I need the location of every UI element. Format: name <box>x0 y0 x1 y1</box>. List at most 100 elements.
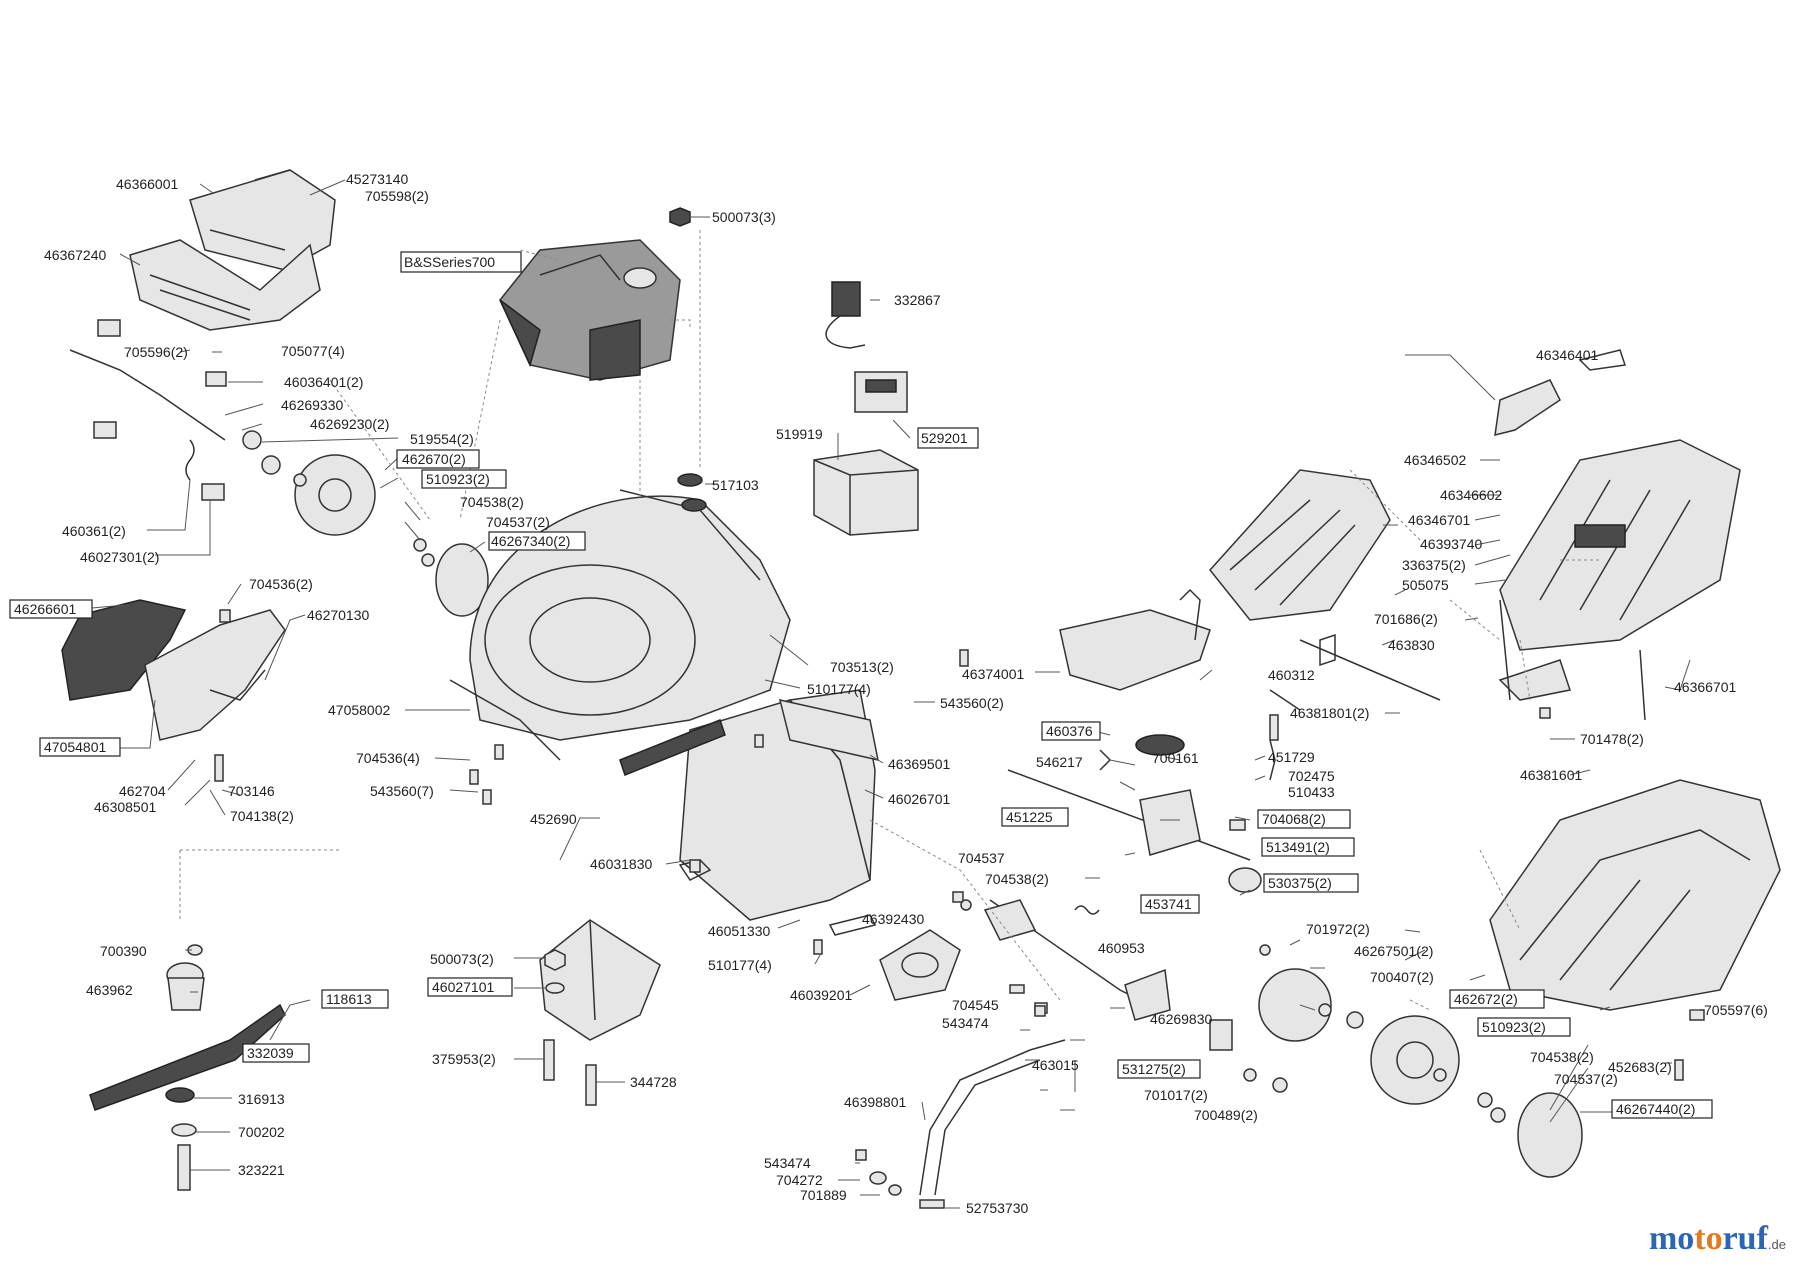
part-label: 47054801 <box>44 739 107 755</box>
part-label: 462670(2) <box>402 451 466 467</box>
part-label: 46266601 <box>14 601 77 617</box>
part-label: 118613 <box>326 991 372 1007</box>
part-label: 46270130 <box>307 607 370 623</box>
part-label: 46398801 <box>844 1094 907 1110</box>
part-label: 46039201 <box>790 987 853 1003</box>
part-label: 46267340(2) <box>491 533 570 549</box>
part-label: 517103 <box>712 477 759 493</box>
part-label: 701972(2) <box>1306 921 1370 937</box>
part-label: 546217 <box>1036 754 1083 770</box>
part-label: 543474 <box>764 1155 811 1171</box>
part-label: 704538(2) <box>460 494 524 510</box>
part-label: 46269830 <box>1150 1011 1213 1027</box>
part-drawings <box>61 169 1781 1209</box>
part-label: 46367240 <box>44 247 107 263</box>
part-label: 316913 <box>238 1091 285 1107</box>
part-label: 500073(2) <box>430 951 494 967</box>
part-label: 46346701 <box>1408 512 1471 528</box>
part-label: 451729 <box>1268 749 1315 765</box>
part-label: 700407(2) <box>1370 969 1434 985</box>
part-label: 462704 <box>119 783 166 799</box>
part-label: 703146 <box>228 783 275 799</box>
part-label: 46392430 <box>862 911 925 927</box>
part-label: 451225 <box>1006 809 1053 825</box>
part-label: 46036401(2) <box>284 374 363 390</box>
part-label: 46269330 <box>281 397 344 413</box>
part-labels: 46366001 45273140 705598(2) 46367240 705… <box>14 171 1768 1216</box>
part-label: 510923(2) <box>426 471 490 487</box>
part-label: 704138(2) <box>230 808 294 824</box>
part-label: 336375(2) <box>1402 557 1466 573</box>
part-label: 463830 <box>1388 637 1435 653</box>
part-label: 704272 <box>776 1172 823 1188</box>
part-label: 332867 <box>894 292 941 308</box>
part-label: 46269230(2) <box>310 416 389 432</box>
part-label: 453741 <box>1145 896 1192 912</box>
part-label: 45273140 <box>346 171 409 187</box>
part-label: 463962 <box>86 982 133 998</box>
part-label: 46267501(2) <box>1354 943 1433 959</box>
part-label: 704545 <box>952 997 999 1013</box>
part-label: 702475 <box>1288 768 1335 784</box>
part-label: 46308501 <box>94 799 157 815</box>
part-label: 700161 <box>1152 750 1199 766</box>
part-label: 46346502 <box>1404 452 1467 468</box>
part-label: 47058002 <box>328 702 391 718</box>
part-label: 510177(4) <box>807 681 871 697</box>
part-label: 500073(3) <box>712 209 776 225</box>
part-label: 460953 <box>1098 940 1145 956</box>
part-label: 510433 <box>1288 784 1335 800</box>
part-label: 46381801(2) <box>1290 705 1369 721</box>
leader-lines <box>91 179 1700 1209</box>
part-label: B&SSeries700 <box>404 254 495 270</box>
part-label: 463015 <box>1032 1057 1079 1073</box>
part-label: 701686(2) <box>1374 611 1438 627</box>
part-label: 703513(2) <box>830 659 894 675</box>
part-label: 46346602 <box>1440 487 1503 503</box>
part-label: 460361(2) <box>62 523 126 539</box>
label-frames <box>9 251 1713 1119</box>
part-label: 519919 <box>776 426 823 442</box>
part-label: 46346401 <box>1536 347 1599 363</box>
part-label: 460312 <box>1268 667 1315 683</box>
part-label: 704536(4) <box>356 750 420 766</box>
part-label: 52753730 <box>966 1200 1029 1216</box>
part-label: 375953(2) <box>432 1051 496 1067</box>
part-label: 700390 <box>100 943 147 959</box>
part-label: 705077(4) <box>281 343 345 359</box>
part-label: 700202 <box>238 1124 285 1140</box>
part-label: 344728 <box>630 1074 677 1090</box>
part-label: 452683(2) <box>1608 1059 1672 1075</box>
part-label: 543474 <box>942 1015 989 1031</box>
part-label: 46051330 <box>708 923 771 939</box>
part-label: 46267440(2) <box>1616 1101 1695 1117</box>
part-label: 543560(7) <box>370 783 434 799</box>
watermark-logo: motoruf.de <box>1648 1220 1786 1257</box>
part-label: 519554(2) <box>410 431 474 447</box>
part-label: 510177(4) <box>708 957 772 973</box>
part-label: 505075 <box>1402 577 1449 593</box>
part-label: 460376 <box>1046 723 1093 739</box>
part-label: 46026701 <box>888 791 951 807</box>
part-label: 46393740 <box>1420 536 1483 552</box>
part-label: 705596(2) <box>124 344 188 360</box>
part-label: 529201 <box>921 430 968 446</box>
part-label: 543560(2) <box>940 695 1004 711</box>
part-label: 701889 <box>800 1187 847 1203</box>
part-label: 704538(2) <box>985 871 1049 887</box>
part-label: 700489(2) <box>1194 1107 1258 1123</box>
part-label: 704536(2) <box>249 576 313 592</box>
part-label: 704068(2) <box>1262 811 1326 827</box>
part-label: 704537 <box>958 850 1005 866</box>
part-label: 46381601 <box>1520 767 1583 783</box>
part-label: 530375(2) <box>1268 875 1332 891</box>
part-label: 705598(2) <box>365 188 429 204</box>
part-label: 701478(2) <box>1580 731 1644 747</box>
part-label: 701017(2) <box>1144 1087 1208 1103</box>
part-label: 46027101 <box>432 979 495 995</box>
part-label: 704538(2) <box>1530 1049 1594 1065</box>
part-label: 332039 <box>247 1045 294 1061</box>
part-label: 46031830 <box>590 856 653 872</box>
